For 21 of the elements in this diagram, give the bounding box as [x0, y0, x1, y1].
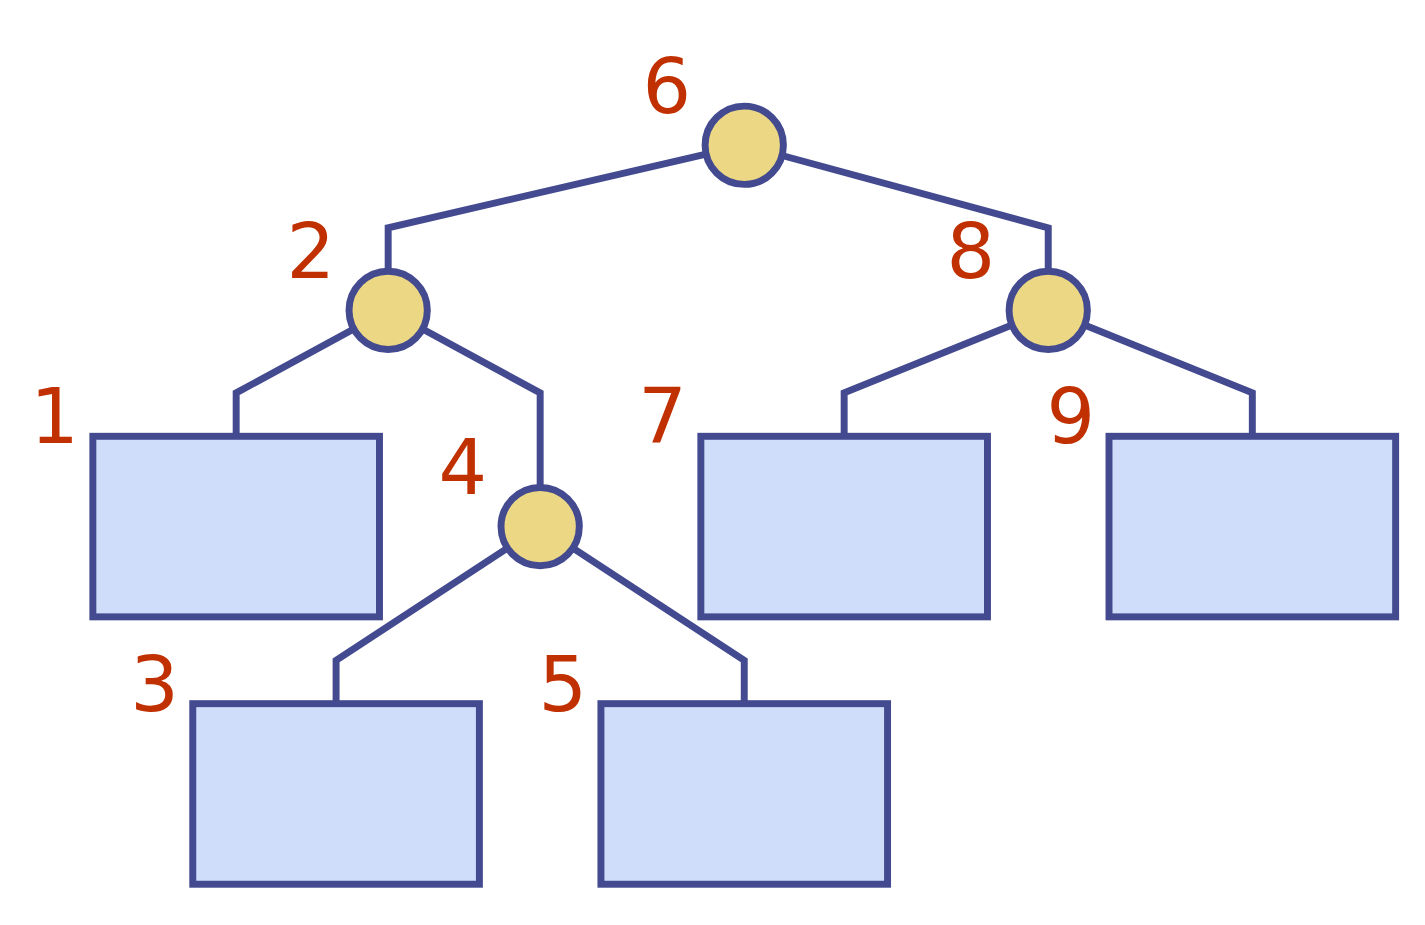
leaf-node-square — [596, 699, 891, 888]
tree-node-circle — [345, 267, 431, 353]
tree-node-circle — [1005, 267, 1091, 353]
tree-edge — [384, 150, 707, 271]
node-number: 6 — [642, 41, 691, 131]
node-number: 9 — [1046, 371, 1095, 461]
tree-node-circle — [497, 483, 583, 569]
node-number: 3 — [129, 639, 179, 729]
tree-edge — [840, 321, 1013, 436]
leaf-node-square — [696, 432, 991, 620]
leaf-node-square — [188, 699, 483, 888]
tree-edge — [232, 325, 355, 436]
node-number: 2 — [286, 206, 335, 296]
node-number: 8 — [946, 206, 995, 296]
node-number: 1 — [29, 371, 79, 461]
leaf-node-square — [1105, 432, 1399, 620]
node-number: 7 — [637, 371, 687, 461]
node-number: 4 — [438, 422, 487, 512]
leaf-node-square — [88, 432, 383, 620]
tree-node-circle — [701, 102, 787, 188]
node-number: 5 — [537, 639, 587, 729]
